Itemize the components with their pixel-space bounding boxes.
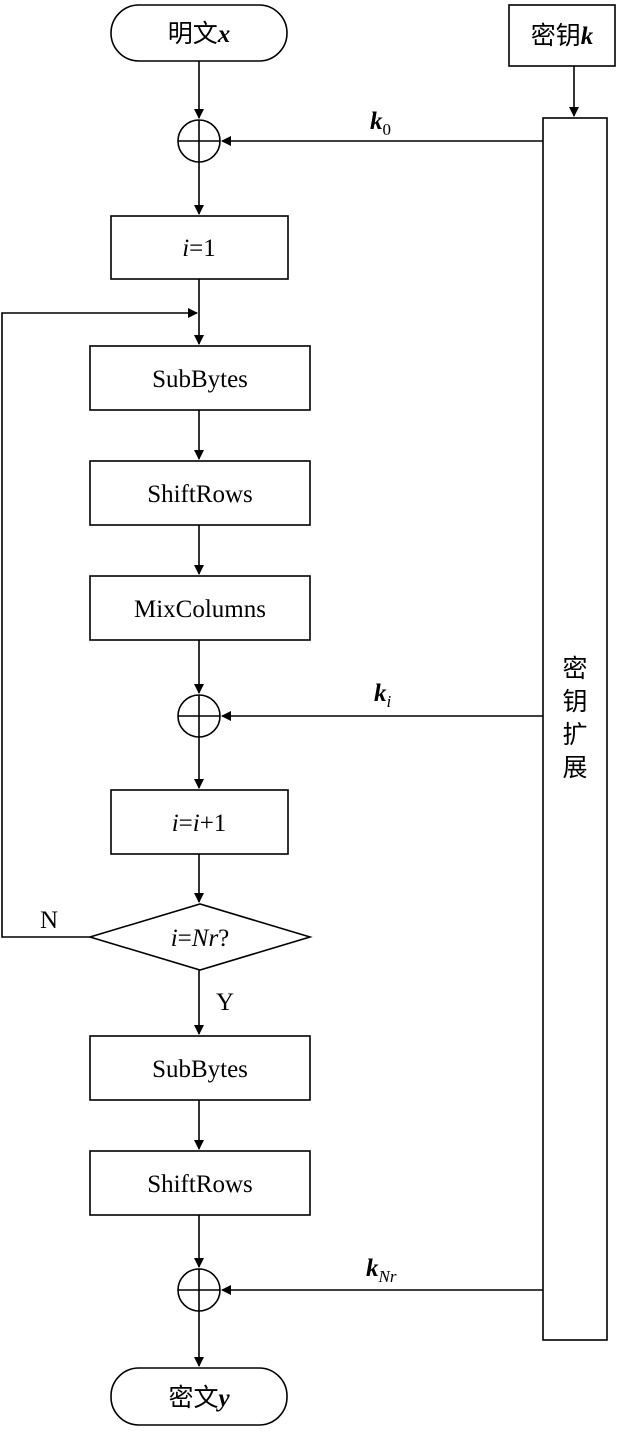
svg-text:明文x: 明文x — [168, 19, 231, 48]
final-subbytes-label: SubBytes — [152, 1056, 248, 1083]
svg-text:密钥k: 密钥k — [531, 21, 594, 50]
decision-eq: = — [178, 925, 192, 952]
increment-b: i — [193, 810, 200, 837]
increment-box: i=i+1 — [110, 789, 289, 855]
final-shiftrows-label: ShiftRows — [147, 1171, 253, 1198]
plaintext-terminal: 明文x — [110, 4, 288, 62]
ciphertext-label: 密文 — [168, 1383, 218, 1412]
init-op: =1 — [189, 235, 216, 262]
loop-back-arrow — [1, 308, 198, 938]
mixcolumns-box: MixColumns — [89, 575, 311, 641]
key-expansion-box: 密 钥 扩 展 — [542, 117, 608, 1341]
round-key-nr-k: k — [366, 1255, 379, 1282]
mixcolumns-label: MixColumns — [134, 596, 266, 623]
decision-diamond: i=Nr? — [87, 903, 313, 971]
increment-a: i — [172, 810, 179, 837]
round-key-0-k: k — [370, 108, 383, 135]
decision-q: ? — [218, 925, 229, 952]
svg-text:i=i+1: i=i+1 — [172, 810, 227, 837]
subbytes-label: SubBytes — [152, 366, 248, 393]
key-label: 密钥 — [531, 21, 581, 50]
svg-text:i=1: i=1 — [182, 235, 216, 262]
key-box: 密钥k — [508, 4, 616, 67]
subbytes-box: SubBytes — [89, 345, 311, 411]
round-key-0-label: k0 — [370, 108, 391, 139]
final-shiftrows-box: ShiftRows — [89, 1150, 311, 1216]
shiftrows-box: ShiftRows — [89, 460, 311, 526]
ciphertext-var: y — [215, 1385, 230, 1412]
round-key-i-k: k — [374, 680, 387, 707]
key-expansion-char-2: 钥 — [562, 687, 587, 716]
round-key-0-sub: 0 — [383, 120, 392, 139]
branch-no-label: N — [40, 907, 58, 934]
final-subbytes-box: SubBytes — [89, 1035, 311, 1101]
key-expansion-char-1: 密 — [562, 654, 587, 683]
svg-text:密文y: 密文y — [168, 1383, 230, 1412]
key-var: k — [581, 23, 594, 50]
init-counter-box: i=1 — [110, 215, 289, 280]
ciphertext-terminal: 密文y — [110, 1367, 288, 1426]
round-key-nr-label: kNr — [366, 1255, 397, 1286]
increment-rest: +1 — [200, 810, 227, 837]
plaintext-var: x — [217, 21, 231, 48]
decision-a: i — [171, 925, 178, 952]
key-expansion-char-4: 展 — [562, 753, 587, 782]
round-key-i-sub: i — [387, 692, 392, 711]
increment-eq: = — [179, 810, 193, 837]
shiftrows-label: ShiftRows — [147, 481, 253, 508]
decision-b: Nr — [191, 925, 219, 952]
plaintext-label: 明文 — [168, 19, 218, 48]
xor-node-round — [177, 694, 221, 738]
branch-yes-label: Y — [216, 989, 234, 1016]
round-key-nr-sub: Nr — [378, 1267, 397, 1286]
svg-text:i=Nr?: i=Nr? — [171, 925, 230, 952]
round-key-i-label: ki — [374, 680, 392, 711]
xor-node-initial — [177, 119, 221, 163]
key-expansion-char-3: 扩 — [562, 720, 587, 749]
init-var: i — [182, 235, 189, 262]
xor-node-final — [177, 1268, 221, 1312]
